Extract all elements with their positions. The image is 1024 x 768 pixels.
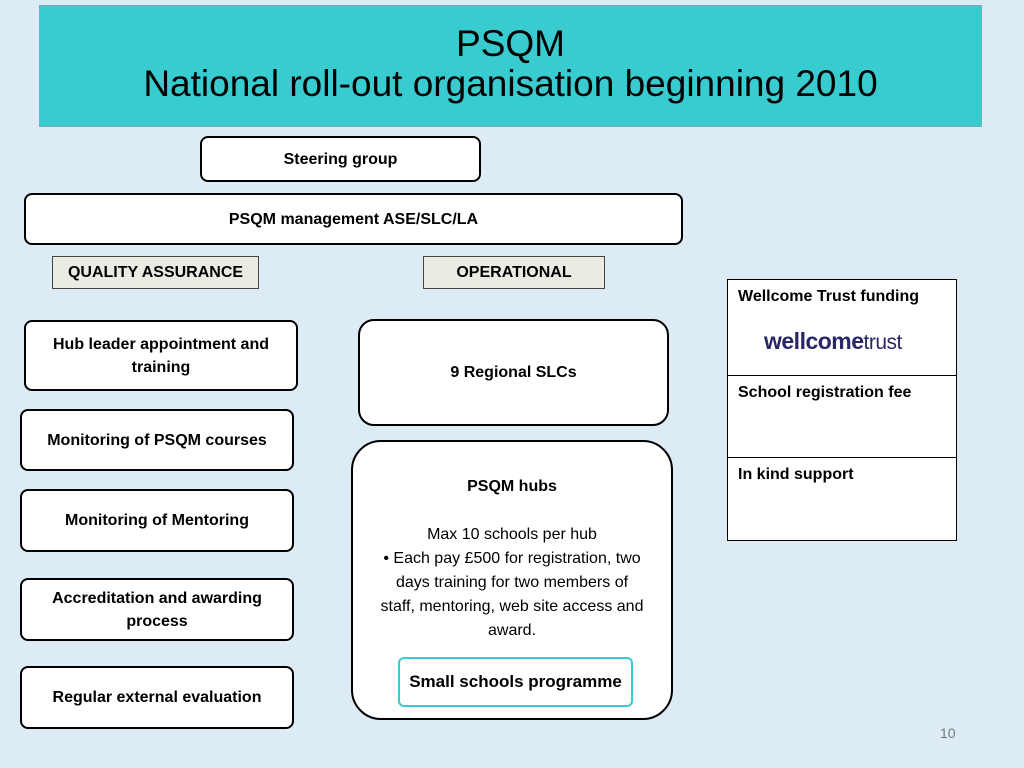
quality-item-evaluation: Regular external evaluation bbox=[20, 666, 294, 729]
quality-item-monitoring-courses: Monitoring of PSQM courses bbox=[20, 409, 294, 471]
funding-row-in-kind: In kind support bbox=[738, 466, 854, 483]
regional-slcs-box: 9 Regional SLCs bbox=[358, 319, 669, 426]
funding-table: Wellcome Trust funding wellcometrust Sch… bbox=[727, 279, 957, 541]
hubs-title: PSQM hubs bbox=[467, 478, 557, 495]
operational-label: OPERATIONAL bbox=[423, 256, 605, 289]
quality-item-monitoring-mentoring: Monitoring of Mentoring bbox=[20, 489, 294, 552]
funding-row-wellcome: Wellcome Trust funding wellcometrust bbox=[728, 280, 956, 376]
small-schools-programme-box: Small schools programme bbox=[398, 657, 633, 707]
slide-title: PSQM National roll-out organisation begi… bbox=[39, 5, 982, 127]
quality-item-hub-leader: Hub leader appointment and training bbox=[24, 320, 298, 391]
management-box: PSQM management ASE/SLC/LA bbox=[24, 193, 683, 245]
steering-group-box: Steering group bbox=[200, 136, 481, 182]
wellcome-trust-logo: wellcometrust bbox=[764, 328, 902, 354]
quality-item-accreditation: Accreditation and awarding process bbox=[20, 578, 294, 641]
hubs-line-2: • Each pay £500 for registration, two da… bbox=[380, 550, 644, 639]
page-number: 10 bbox=[940, 725, 956, 741]
hubs-line-1: Max 10 schools per hub bbox=[427, 526, 597, 543]
funding-row-registration: School registration fee bbox=[728, 376, 956, 458]
funding-row-wellcome-label: Wellcome Trust funding bbox=[738, 288, 920, 305]
title-line-2: National roll-out organisation beginning… bbox=[143, 63, 878, 104]
quality-assurance-label: QUALITY ASSURANCE bbox=[52, 256, 259, 289]
title-line-1: PSQM bbox=[456, 23, 565, 64]
